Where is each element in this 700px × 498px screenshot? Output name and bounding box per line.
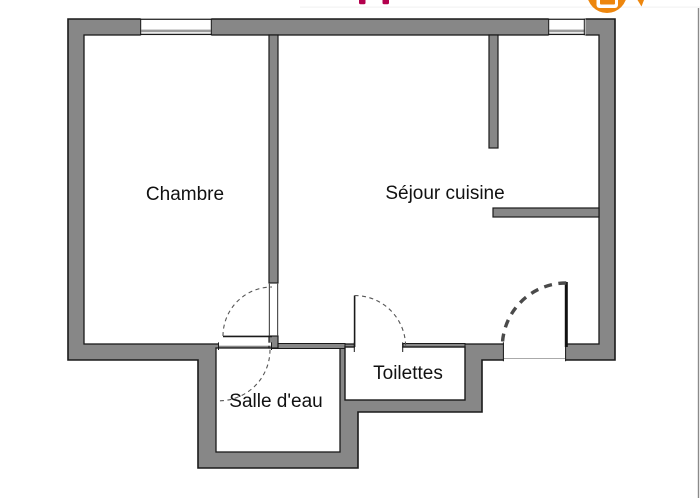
heading-underline [300, 6, 700, 8]
room-label-toilettes: Toilettes [373, 363, 443, 384]
cutoff-title-text [359, 0, 389, 5]
room-label-chambre: Chambre [145, 184, 225, 205]
room-label-salle-deau: Salle d'eau [229, 391, 323, 412]
salle-deau-door [218, 342, 272, 402]
salle-deau-interior [215, 347, 341, 453]
chambre-door [222, 283, 279, 338]
chambre-window [140, 18, 212, 36]
toilettes-room-box [344, 346, 466, 401]
room-label-sejour-cuisine: Séjour cuisine [385, 183, 505, 204]
sejour-window [548, 18, 586, 36]
main-interior [83, 34, 600, 345]
orange-icon-fragment [637, 0, 644, 7]
entrance-door [500, 281, 568, 362]
page-border-line [697, 8, 700, 498]
orange-circle-button[interactable] [587, 0, 627, 13]
toilettes-door [353, 294, 407, 352]
